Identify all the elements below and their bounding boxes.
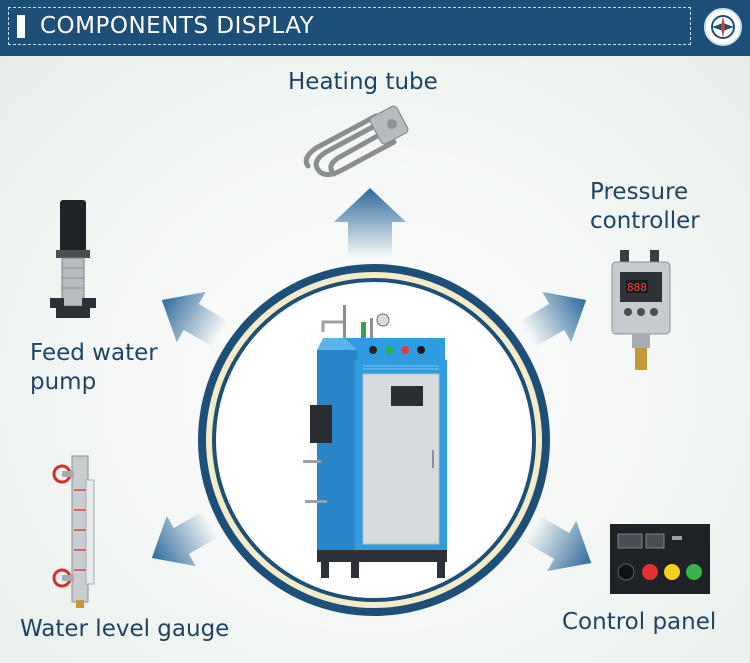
header-accent-bar bbox=[17, 15, 25, 38]
pressure-display-readout: 888 bbox=[627, 281, 647, 294]
arrow-upper-left-icon bbox=[161, 291, 229, 347]
header-frame bbox=[8, 7, 691, 45]
arrow-upper-right-icon bbox=[519, 291, 587, 347]
electric-steam-boiler-image bbox=[303, 305, 447, 578]
label-control-panel: Control panel bbox=[562, 609, 717, 635]
feed-water-pump-image bbox=[50, 200, 96, 318]
label-feed-water-pump-1: Feed water bbox=[30, 340, 158, 366]
water-level-gauge-image bbox=[52, 455, 95, 608]
label-pressure-controller-2: controller bbox=[590, 208, 700, 234]
label-water-level-gauge: Water level gauge bbox=[20, 616, 230, 642]
pressure-controller-image: 888 bbox=[611, 250, 671, 370]
label-pressure-controller-1: Pressure bbox=[590, 179, 689, 205]
label-feed-water-pump-2: pump bbox=[30, 369, 97, 395]
arrow-lower-left-icon bbox=[151, 511, 219, 567]
arrow-lower-right-icon bbox=[524, 516, 592, 572]
header-banner: COMPONENTS DISPLAY bbox=[0, 0, 750, 56]
control-panel-image bbox=[610, 524, 710, 594]
label-heating-tube: Heating tube bbox=[288, 69, 438, 95]
page-title: COMPONENTS DISPLAY bbox=[40, 13, 315, 39]
heating-tube-image bbox=[303, 105, 409, 178]
arrow-up-icon bbox=[334, 188, 406, 258]
brand-logo-icon bbox=[704, 8, 742, 46]
